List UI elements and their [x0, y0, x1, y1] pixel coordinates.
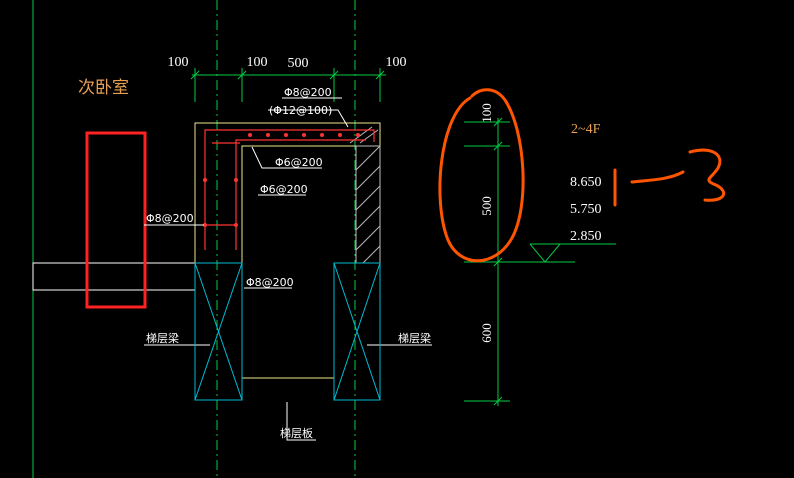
hatch-frame — [355, 145, 381, 264]
beam-label-left: 梯层梁 — [146, 331, 179, 345]
top-dim-4: 100 — [386, 55, 407, 70]
rebar-lines — [204, 129, 375, 250]
right-dim-2: 500 — [479, 196, 494, 216]
rebar-label-inner-mid: Φ6@200 — [260, 183, 308, 196]
right-dim-3: 600 — [479, 323, 494, 343]
markup-dash — [630, 170, 685, 184]
beam-right — [333, 262, 381, 401]
rebar-label-center: Φ8@200 — [246, 276, 294, 289]
dim-tick-3 — [329, 70, 339, 80]
beam-label-bottom: 梯层板 — [280, 426, 313, 440]
rebar-label-top-sub: (Φ12@100) — [269, 104, 332, 117]
elevation-value-1: 8.650 — [570, 175, 602, 190]
top-dim-3: 500 — [288, 56, 309, 71]
dim-tick-1 — [190, 70, 200, 80]
beam-label-right: 梯层梁 — [398, 331, 431, 345]
dim-tick-4 — [375, 70, 385, 80]
markup-ellipse — [438, 88, 525, 263]
floor-label: 2~4F — [571, 122, 601, 137]
top-dim-2: 100 — [247, 55, 268, 70]
right-dimension-chain — [464, 117, 575, 406]
elevation-marker — [529, 243, 616, 263]
inner-outline — [241, 145, 357, 378]
grid-lines — [32, 0, 356, 478]
elevation-value-3: 2.850 — [570, 229, 602, 244]
leader-lines — [144, 97, 432, 441]
rebar-dots — [203, 133, 360, 227]
rebar-label-inner-top: Φ6@200 — [275, 156, 323, 169]
dim-tick-2 — [237, 70, 247, 80]
leader-bottom — [286, 402, 316, 441]
hatch-lines — [355, 145, 381, 264]
rebar-label-left-wall: Φ8@200 — [146, 212, 194, 225]
rebar-outer — [204, 129, 375, 250]
left-slab-strip — [32, 262, 196, 291]
rebar-inner — [235, 139, 366, 250]
right-dim-1: 100 — [479, 103, 494, 123]
rebar-label-top-main: Φ8@200 — [284, 86, 332, 99]
beam-left — [194, 262, 243, 401]
elevation-value-2: 5.750 — [570, 202, 602, 217]
markup-red-rectangle — [85, 131, 147, 309]
hatched-wall — [355, 145, 381, 264]
leader-top-sub — [268, 109, 349, 128]
elevation-triangle — [529, 243, 561, 263]
room-label: 次卧室 — [78, 78, 129, 98]
top-dimension-chain — [190, 68, 386, 102]
leader-inner-top — [251, 146, 322, 169]
top-dim-1: 100 — [168, 55, 189, 70]
markup-orange-strokes — [438, 88, 726, 263]
markup-number-three — [688, 148, 726, 202]
